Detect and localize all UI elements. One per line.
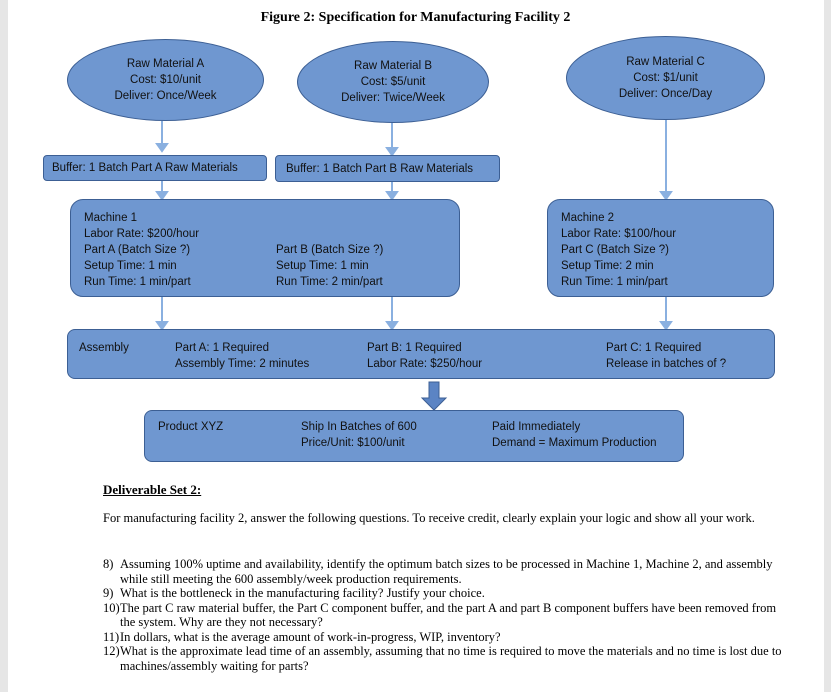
buffer-part-a-label: Buffer: 1 Batch Part A Raw Materials — [52, 162, 238, 174]
assembly-labor-rate: Labor Rate: $250/hour — [367, 358, 483, 370]
assembly-part-a-required: Part A: 1 Required — [175, 342, 269, 354]
assembly-box: Assembly Part A: 1 Required Assembly Tim… — [67, 329, 775, 379]
deliverable-heading: Deliverable Set 2: — [103, 482, 202, 497]
machine-2-box: Machine 2 Labor Rate: $100/hour Part C (… — [547, 199, 774, 297]
machine-1-part-a-setup: Setup Time: 1 min — [84, 260, 177, 272]
question-number: 11) — [103, 629, 120, 644]
arrow-head — [659, 191, 673, 201]
product-label: Product XYZ — [158, 421, 224, 433]
machine-1-title: Machine 1 — [84, 212, 138, 224]
machine-1-part-a-batch: Part A (Batch Size ?) — [84, 244, 191, 256]
machine-2-part-c-setup: Setup Time: 2 min — [561, 260, 654, 272]
question-item: 8) Assuming 100% uptime and availability… — [103, 557, 783, 586]
buffer-part-b-label: Buffer: 1 Batch Part B Raw Materials — [286, 163, 474, 175]
raw-material-b-delivery: Deliver: Twice/Week — [341, 92, 445, 104]
right-page-margin — [824, 0, 831, 692]
assembly-release-batches: Release in batches of ? — [606, 358, 727, 370]
question-number: 12) — [103, 644, 120, 658]
question-text: Assuming 100% uptime and availability, i… — [120, 557, 773, 586]
assembly-part-c-required: Part C: 1 Required — [606, 342, 702, 354]
machine-2-labor-rate: Labor Rate: $100/hour — [561, 228, 677, 240]
question-number: 9) — [103, 586, 114, 600]
raw-material-a-cost: Cost: $10/unit — [130, 74, 201, 86]
raw-material-c-name: Raw Material C — [626, 56, 705, 68]
machine-2-title: Machine 2 — [561, 212, 615, 224]
arrow-head — [385, 321, 399, 331]
figure-title: Figure 2: Specification for Manufacturin… — [260, 10, 571, 25]
machine-1-part-b-batch: Part B (Batch Size ?) — [276, 244, 384, 256]
machine-1-part-a-run: Run Time: 1 min/part — [84, 276, 191, 288]
question-number: 10) — [103, 600, 120, 615]
question-item: 9) What is the bottleneck in the manufac… — [103, 586, 783, 601]
raw-material-a-name: Raw Material A — [126, 58, 205, 70]
assembly-label: Assembly — [79, 342, 129, 354]
raw-material-c-cost: Cost: $1/unit — [633, 72, 698, 84]
raw-material-b-name: Raw Material B — [354, 60, 432, 72]
product-box: Product XYZ Ship In Batches of 600 Price… — [144, 410, 684, 462]
arrow-head — [155, 191, 169, 201]
product-payment: Paid Immediately — [492, 421, 581, 433]
arrow-head — [385, 191, 399, 201]
question-list: 8) Assuming 100% uptime and availability… — [103, 557, 783, 673]
left-page-margin — [0, 0, 8, 692]
buffer-part-a-box: Buffer: 1 Batch Part A Raw Materials — [43, 155, 267, 181]
raw-material-a-node: Raw Material A Cost: $10/unit Deliver: O… — [67, 39, 264, 121]
question-text: What is the bottleneck in the manufactur… — [120, 586, 485, 600]
machine-1-part-b-setup: Setup Time: 1 min — [276, 260, 369, 272]
product-price: Price/Unit: $100/unit — [301, 437, 405, 449]
arrow-head — [155, 321, 169, 331]
machine-1-box: Machine 1 Labor Rate: $200/hour Part A (… — [70, 199, 460, 297]
product-ship-batches: Ship In Batches of 600 — [301, 421, 417, 433]
question-text: The part C raw material buffer, the Part… — [120, 600, 777, 630]
product-demand: Demand = Maximum Production — [492, 437, 657, 449]
machine-1-labor-rate: Labor Rate: $200/hour — [84, 228, 200, 240]
arrow-assembly-to-product — [420, 381, 448, 411]
question-item: 10) The part C raw material buffer, the … — [103, 601, 783, 630]
arrow-head — [659, 321, 673, 331]
assembly-part-b-required: Part B: 1 Required — [367, 342, 462, 354]
question-text: What is the approximate lead time of an … — [120, 644, 782, 673]
raw-material-c-delivery: Deliver: Once/Day — [618, 88, 713, 100]
assembly-time: Assembly Time: 2 minutes — [175, 358, 310, 370]
arrow-head — [155, 143, 169, 153]
raw-material-b-cost: Cost: $5/unit — [360, 76, 426, 88]
machine-2-part-c-batch: Part C (Batch Size ?) — [561, 244, 670, 256]
buffer-part-b-box: Buffer: 1 Batch Part B Raw Materials — [275, 155, 500, 182]
question-item: 11) In dollars, what is the average amou… — [103, 630, 783, 645]
question-item: 12) What is the approximate lead time of… — [103, 644, 783, 673]
arrow-head — [385, 147, 399, 157]
question-number: 8) — [103, 557, 114, 571]
raw-material-b-node: Raw Material B Cost: $5/unit Deliver: Tw… — [297, 41, 489, 123]
raw-material-a-delivery: Deliver: Once/Week — [114, 90, 217, 102]
machine-2-part-c-run: Run Time: 1 min/part — [561, 276, 668, 288]
intro-paragraph: For manufacturing facility 2, answer the… — [103, 511, 755, 525]
machine-1-part-b-run: Run Time: 2 min/part — [276, 276, 383, 288]
question-text: In dollars, what is the average amount o… — [120, 629, 501, 644]
raw-material-c-node: Raw Material C Cost: $1/unit Deliver: On… — [566, 36, 765, 120]
